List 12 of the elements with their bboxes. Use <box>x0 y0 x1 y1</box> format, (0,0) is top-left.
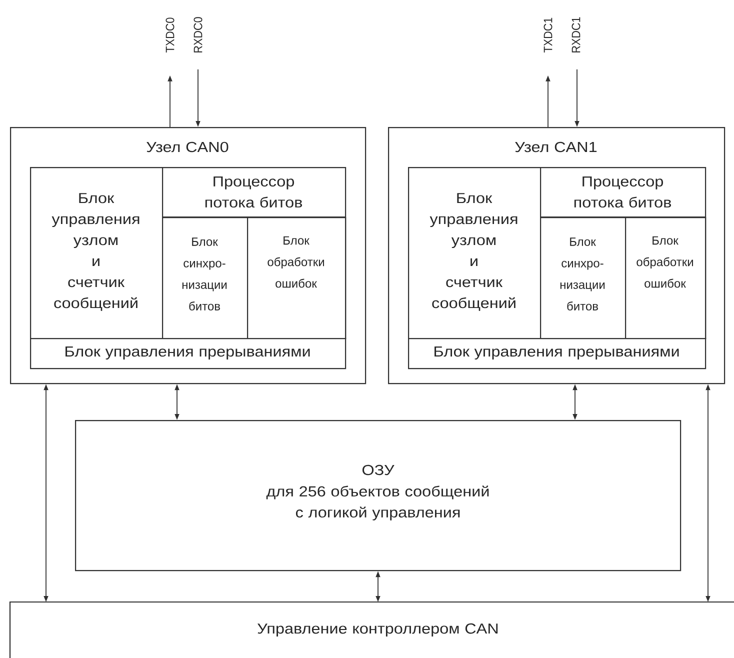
block-box: Блок синхро-низации битов <box>162 217 248 340</box>
interrupt-bar: Блок управления прерываниями <box>30 338 346 370</box>
block-box: Блок синхро-низации битов <box>540 217 626 340</box>
signal-label: TXDC0 <box>166 18 174 52</box>
signal-label: TXDC1 <box>544 18 552 52</box>
controller-bar: Управление контроллером CAN <box>9 601 734 658</box>
signal-label: RXDC0 <box>194 17 202 52</box>
signal-label: RXDC1 <box>572 17 580 52</box>
memory-box: ОЗУ для 256 объектов сообщений с логикой управления <box>75 420 682 572</box>
block-box: Блок обработки ошибок <box>247 217 346 340</box>
interrupt-bar: Блок управления прерываниями <box>408 338 706 370</box>
block-box: Блок обработки ошибок <box>625 217 706 340</box>
